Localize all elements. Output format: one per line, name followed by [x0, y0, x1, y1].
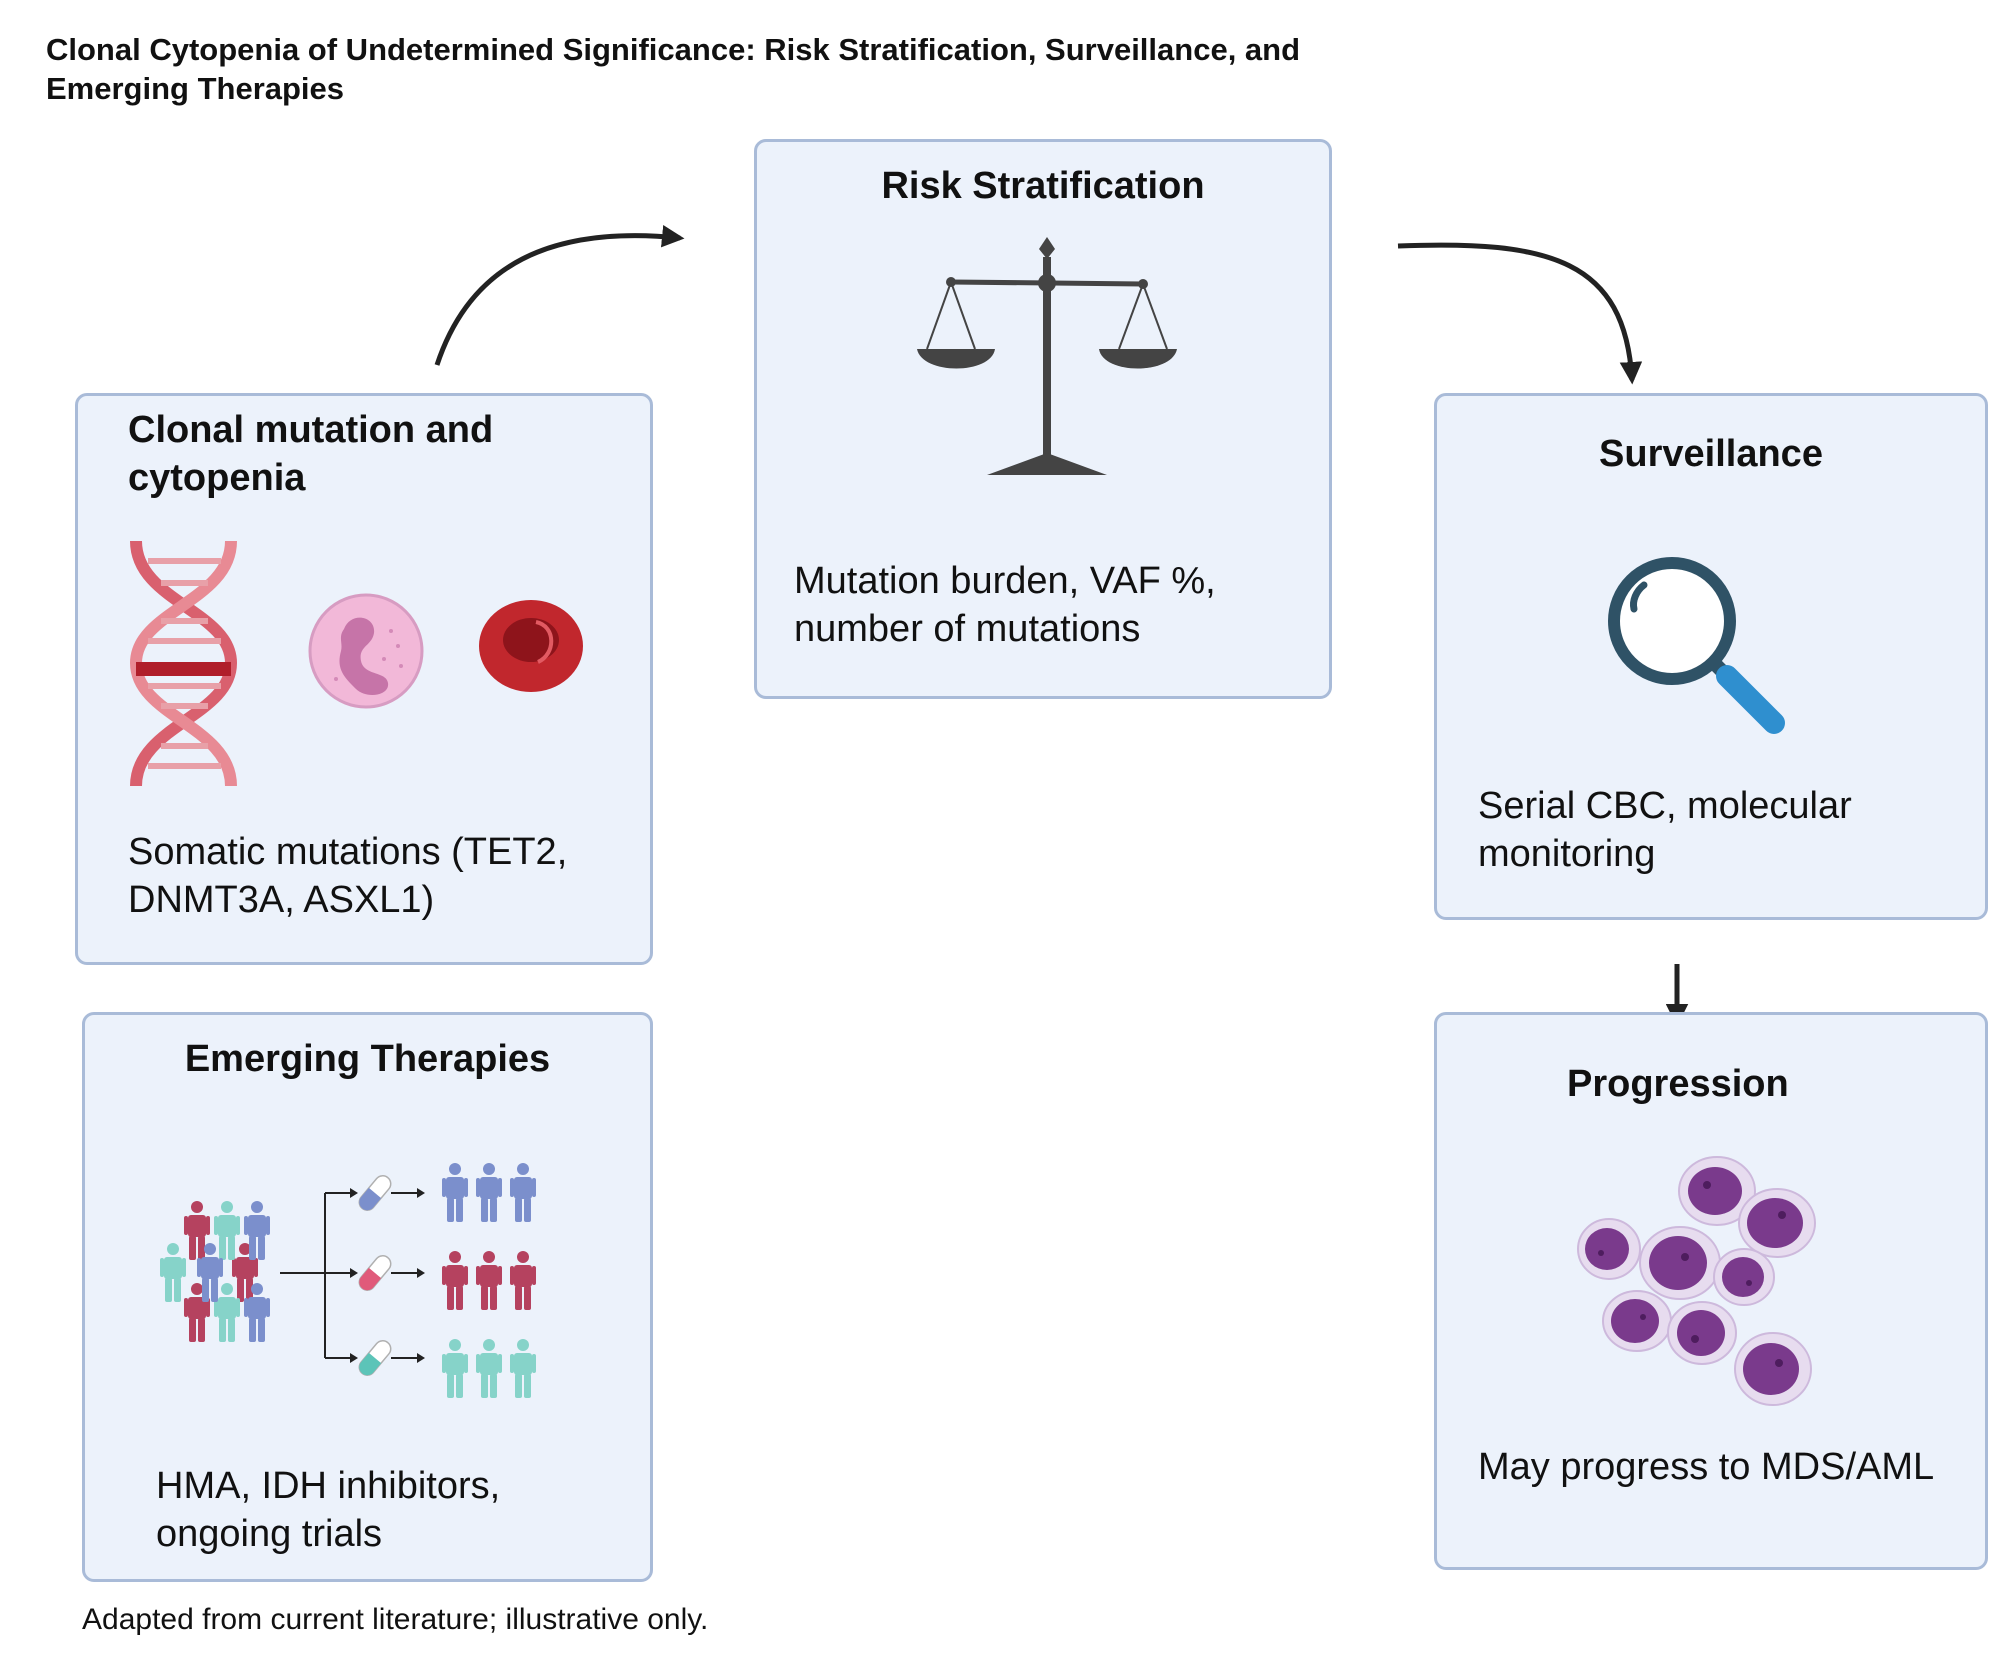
capsule-icon: [355, 1171, 395, 1380]
dna-icon: [129, 541, 238, 786]
footnote: Adapted from current literature; illustr…: [82, 1603, 709, 1636]
box-therapies-text: HMA, IDH inhibitors, ongoing trials: [156, 1465, 501, 1555]
box-risk-text: Mutation burden, VAF %, number of mutati…: [794, 560, 1216, 650]
title-line-2: Emerging Therapies: [46, 71, 345, 106]
box-risk-title: Risk Stratification: [881, 165, 1205, 207]
arrow-risk-to-surveillance: [1397, 242, 1643, 385]
red-blood-cell-icon: [479, 600, 583, 692]
neutrophil-icon: [308, 593, 424, 709]
box-clonal-title: Clonal mutation and cytopenia: [128, 409, 494, 499]
box-clonal-text: Somatic mutations (TET2, DNMT3A, ASXL1): [128, 831, 568, 921]
blast-cells-icon: [1577, 1156, 1816, 1406]
patient-stratification-icon: [160, 1163, 536, 1398]
box-progression: Progression May progress to MDS/AML: [1434, 1012, 1988, 1570]
box-clonal-mutation: Clonal mutation and cytopenia Somatic mu…: [75, 393, 653, 965]
title-line-1: Clonal Cytopenia of Undetermined Signifi…: [46, 32, 1301, 67]
box-therapies-title: Emerging Therapies: [184, 1038, 551, 1080]
balance-scale-icon: [917, 237, 1177, 475]
magnifying-glass-icon: [1608, 557, 1785, 734]
box-surveillance: Surveillance Serial CBC, molecular monit…: [1434, 393, 1988, 920]
box-progression-text: May progress to MDS/AML: [1478, 1446, 1935, 1488]
box-progression-title: Progression: [1567, 1063, 1789, 1105]
box-risk-stratification: Risk Stratification Mutation burden, VAF…: [754, 139, 1332, 699]
box-surveillance-text: Serial CBC, molecular monitoring: [1478, 785, 1852, 875]
arrow-clonal-to-risk: [434, 225, 685, 366]
box-surveillance-title: Surveillance: [1599, 433, 1823, 475]
box-emerging-therapies: Emerging Therapies: [82, 1012, 653, 1582]
diagram-title: Clonal Cytopenia of Undetermined Signifi…: [46, 30, 1446, 108]
